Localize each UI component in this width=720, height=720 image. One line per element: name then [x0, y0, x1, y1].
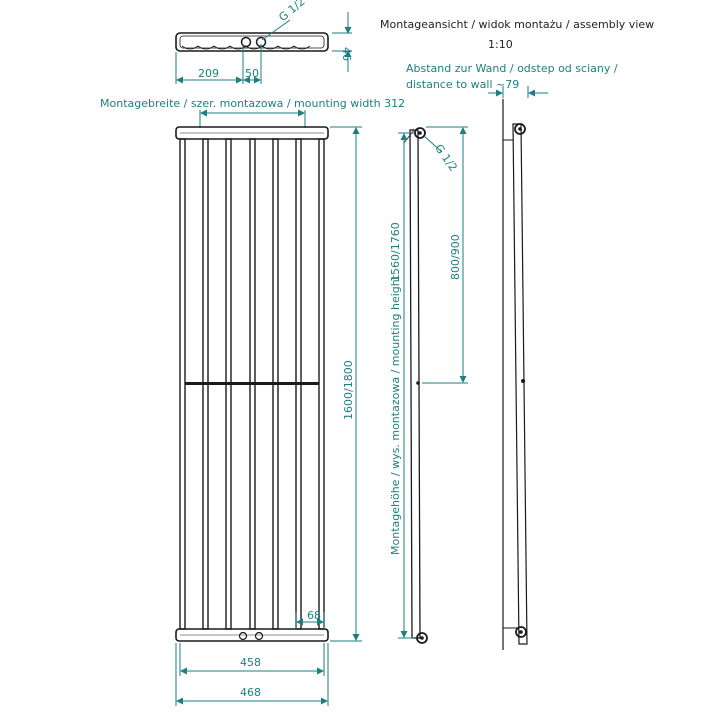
wall-bottom-valve — [515, 626, 527, 638]
side-bracket-dim: 800/900 — [449, 234, 462, 280]
side-mounting-height-label: Montagehöhe / wys. montazowa / mounting … — [389, 274, 402, 555]
front-tube — [179, 138, 186, 630]
top-thread-label: G 1/2 — [276, 0, 307, 24]
side-bottom-valve — [416, 632, 428, 644]
wall-radiator-profile — [512, 123, 528, 645]
thread-leader — [261, 19, 291, 41]
side-bracket-point — [416, 381, 420, 385]
top-height-label: 46 — [340, 47, 353, 61]
top-view-valve — [240, 36, 252, 48]
wall-distance-line1: Abstand zur Wand / odstep od sciany / — [406, 62, 618, 75]
front-inner-width: 458 — [240, 656, 261, 669]
front-view: 1600/1800 68 458 468 — [175, 126, 362, 706]
front-outer-width: 468 — [240, 686, 261, 699]
top-left-dim: 209 — [198, 67, 219, 80]
front-height-dim: 1600/1800 — [342, 360, 355, 420]
front-bracket-bar — [185, 382, 319, 385]
top-view-header — [175, 32, 329, 52]
title-scale: 1:10 — [488, 38, 513, 51]
side-thread-label: G 1/2 — [432, 142, 460, 174]
wall-distance-line2: distance to wall ~79 — [406, 78, 519, 91]
side-top-valve — [414, 127, 426, 139]
front-gap-dim: 68 — [307, 609, 321, 622]
mounting-width-label: Montagebreite / szer. montazowa / mounti… — [100, 97, 405, 110]
top-view: G 1/2 46 209 50 — [175, 0, 353, 84]
title-line1: Montageansicht / widok montażu / assembl… — [380, 18, 654, 31]
wall-bracket-point — [521, 379, 525, 383]
top-view-header-inner — [179, 35, 325, 49]
wall-top-valve — [514, 123, 526, 135]
top-center-dim: 50 — [245, 67, 259, 80]
front-tube — [318, 138, 325, 630]
side-mounting-height-value: 1560/1760 — [389, 222, 402, 282]
side-view: G 1/2 Montagehöhe / wys. montazowa / mou… — [389, 126, 468, 644]
wall-view: Abstand zur Wand / odstep od sciany / di… — [406, 62, 618, 650]
